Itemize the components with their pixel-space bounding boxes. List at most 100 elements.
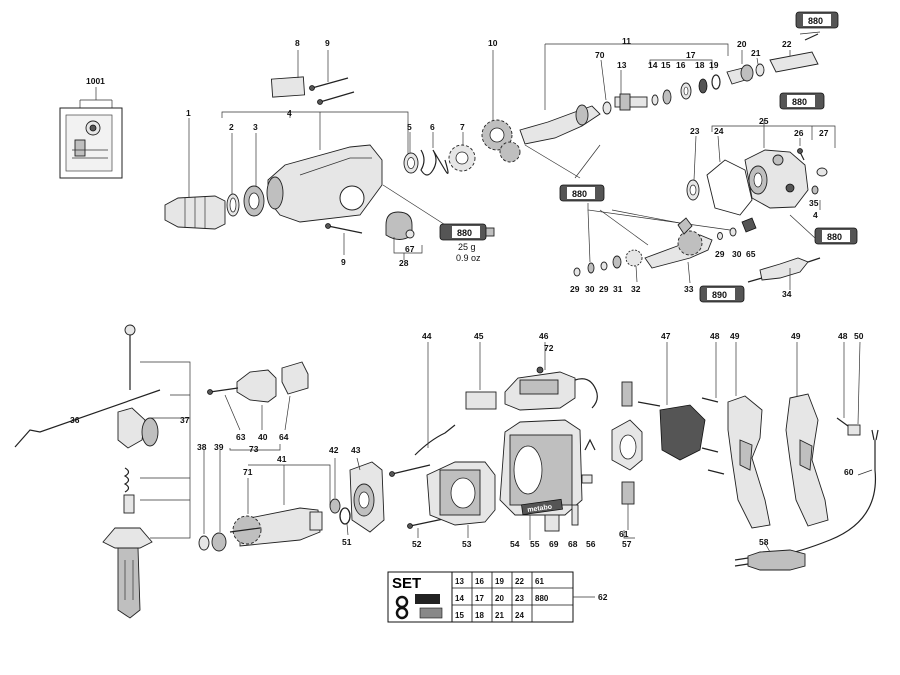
label-55: 55: [530, 539, 540, 549]
label-14: 14: [648, 60, 658, 70]
part-35-washer: [811, 185, 821, 210]
set-cell: 13: [455, 577, 464, 586]
label-16: 16: [676, 60, 686, 70]
part-6-spring: [420, 132, 449, 176]
label-29-c: 29: [715, 249, 725, 259]
label-35: 35: [809, 198, 819, 208]
brand-label: metabo: [527, 504, 553, 514]
label-19: 19: [709, 60, 719, 70]
part-14-washer: [651, 94, 659, 106]
grease-tube-880-e: [559, 184, 605, 202]
label-30-b: 30: [732, 249, 742, 259]
part-53-field-coil: [426, 461, 496, 538]
part-27-pin: [816, 167, 828, 177]
label-4: 4: [287, 108, 292, 118]
part-63-screw: [224, 394, 241, 431]
label-48-right: 48: [838, 331, 848, 341]
part-15-washer: [662, 89, 672, 105]
part-2-ring: [226, 133, 240, 217]
set-cell: 20: [495, 594, 504, 603]
label-41: 41: [277, 454, 287, 464]
set-cell: 21: [495, 611, 504, 620]
label-7: 7: [460, 122, 465, 132]
label-11: 11: [622, 36, 631, 46]
part-54-motor-housing: [499, 419, 583, 540]
part-21-ring: [755, 57, 765, 77]
part-23-bearing: [686, 135, 700, 201]
label-25: 25: [759, 116, 769, 126]
part-64-chuck-sleeve: [281, 361, 309, 431]
label-71: 71: [243, 467, 253, 477]
label-22: 22: [782, 39, 792, 49]
label-23: 23: [690, 126, 700, 136]
label-3: 3: [253, 122, 258, 132]
part-72-screw: [536, 366, 544, 374]
tube-label-a: 880: [457, 228, 472, 238]
label-38: 38: [197, 442, 207, 452]
label-20: 20: [737, 39, 747, 49]
part-31-ring: [612, 255, 622, 269]
part-9-screw-lower: [325, 223, 363, 255]
set-cell: 24: [515, 611, 524, 620]
part-32-pinion: [625, 249, 643, 283]
label-30-a: 30: [585, 284, 595, 294]
tube-note-weight: 25 g: [458, 242, 476, 252]
label-56: 56: [586, 539, 596, 549]
label-57: 57: [622, 539, 632, 549]
part-5-ring: [403, 132, 419, 174]
label-1: 1: [186, 108, 191, 118]
part-30-ring-a: [587, 262, 595, 274]
label-52: 52: [412, 539, 422, 549]
part-70-ring: [600, 59, 612, 115]
tube-label-c: 880: [792, 97, 807, 107]
part-22-tube-sleeve: [769, 50, 819, 73]
part-56-contact: [581, 438, 596, 484]
set-cell: 16: [475, 577, 484, 586]
label-5: 5: [407, 122, 412, 132]
part-36-depth-gauge: [14, 389, 161, 448]
part-3-bearing: [243, 133, 265, 217]
part-46-cover: [504, 342, 598, 411]
label-49-left: 49: [730, 331, 740, 341]
part-52-screws: [389, 464, 449, 538]
label-65: 65: [746, 249, 756, 259]
set-cell: 18: [475, 611, 484, 620]
label-42: 42: [329, 445, 339, 455]
set-cell: 14: [455, 594, 464, 603]
label-32: 32: [631, 284, 641, 294]
label-44: 44: [422, 331, 432, 341]
label-27: 27: [819, 128, 829, 138]
part-33-gear-shaft: [644, 217, 713, 284]
set-cell: 61: [535, 577, 544, 586]
label-72: 72: [544, 343, 554, 353]
part-20-sleeve: [726, 50, 754, 85]
part-48-screw-right: [836, 342, 849, 427]
tube-label-d: 880: [827, 232, 842, 242]
part-68-clip: [571, 504, 579, 526]
label-60: 60: [844, 467, 854, 477]
part-57-brush-holder: [611, 381, 643, 539]
label-73: 73: [249, 444, 259, 454]
grease-tube-890: [699, 285, 745, 303]
label-45: 45: [474, 331, 484, 341]
grease-tube-880-c: [779, 92, 825, 110]
label-50: 50: [854, 331, 864, 341]
label-68: 68: [568, 539, 578, 549]
label-2: 2: [229, 122, 234, 132]
part-24-gasket: [706, 135, 753, 216]
label-34: 34: [782, 289, 792, 299]
part-25-intermediate-flange: [744, 149, 809, 209]
set-title: SET: [392, 575, 421, 592]
label-62: 62: [598, 592, 608, 602]
part-37-side-handle: [102, 324, 191, 619]
tube-label-b: 880: [808, 16, 823, 26]
label-40: 40: [258, 432, 268, 442]
part-48-screws-left: [701, 342, 725, 475]
part-8-label-plate: [270, 50, 306, 98]
part-49-handle-left: [727, 342, 771, 529]
label-46: 46: [539, 331, 549, 341]
label-69: 69: [549, 539, 559, 549]
tube-label-890: 890: [712, 290, 727, 300]
label-15: 15: [661, 60, 671, 70]
tube-label-e: 880: [572, 189, 587, 199]
